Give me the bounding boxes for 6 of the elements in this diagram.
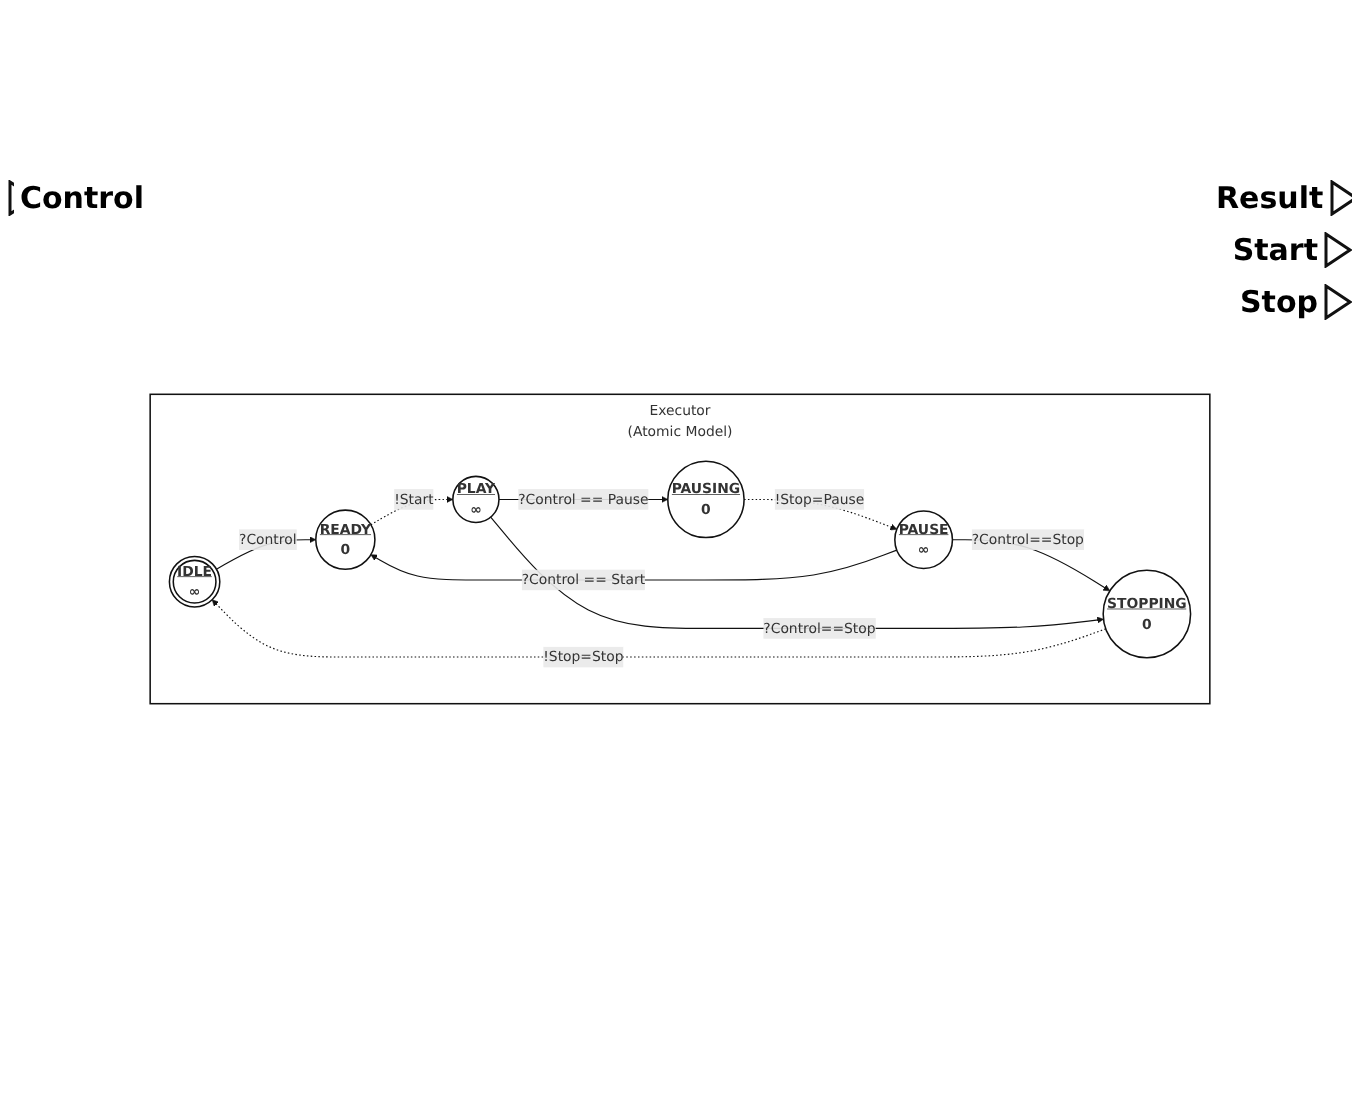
- port-label: Stop: [1239, 284, 1318, 320]
- port-label: Result: [1216, 180, 1324, 216]
- arrow: [211, 599, 1107, 658]
- arrow: [490, 516, 1104, 630]
- port-label: Control: [19, 180, 144, 216]
- port-label: Start: [1232, 232, 1318, 268]
